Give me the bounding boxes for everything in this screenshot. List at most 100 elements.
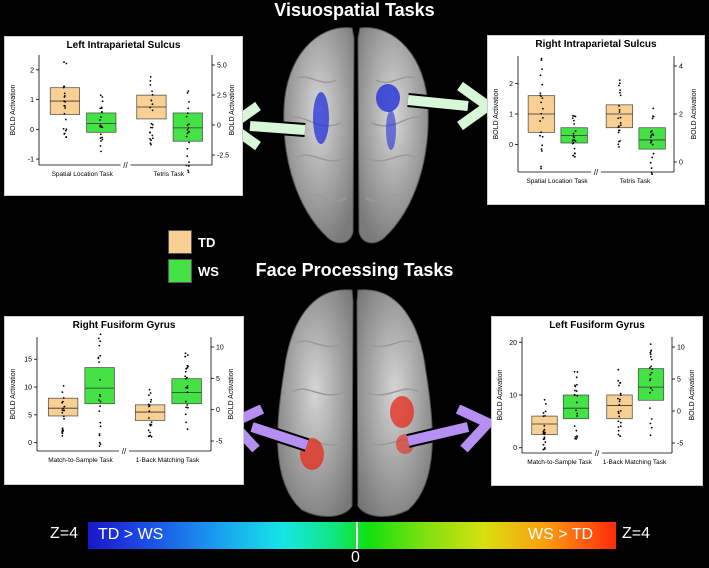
data-point [649,434,652,437]
data-point [618,129,621,132]
data-point [186,128,189,131]
y-tick-label: 0 [30,127,34,134]
data-point [617,420,620,423]
box-ws [172,112,203,142]
data-point [650,139,652,142]
data-point [539,134,541,137]
data-point [150,435,153,438]
y-tick-label-right: 0 [677,409,681,416]
panel-title: Left Intraparietal Sulcus [66,40,181,51]
data-point [573,425,576,427]
data-point [618,415,621,418]
y-tick-label-right: 2 [679,112,683,119]
y-axis-title-right: BOLD Activation [229,84,236,135]
y-tick-label: 1 [30,97,34,104]
data-point [185,421,188,424]
data-point [149,80,152,82]
data-point [63,61,65,63]
data-point [617,117,620,120]
legend-item-ws: WS [168,259,219,283]
data-point [98,361,100,364]
y-tick-label: 0 [513,445,517,452]
data-point [186,428,189,431]
data-point [148,410,151,412]
data-point [188,123,190,126]
data-point [574,115,577,118]
arrow-bottom-right [406,405,497,453]
data-point [147,394,150,396]
data-point [150,421,153,424]
data-point [651,389,654,392]
data-point [619,392,622,395]
data-point [649,373,652,376]
data-point [617,379,620,382]
data-point [151,93,154,96]
data-point [187,127,190,129]
data-point [618,79,621,82]
data-point [98,393,101,396]
data-point [62,385,65,387]
activation-blob-left [313,92,329,144]
data-point [543,447,546,450]
data-point [617,143,620,146]
data-point [540,101,542,104]
y-tick-label: -1 [28,157,34,164]
data-point [64,107,67,109]
data-point [617,429,620,432]
data-point [186,354,189,357]
data-point [650,171,653,174]
data-point [187,406,189,409]
data-point [539,92,542,95]
data-point [184,413,187,416]
data-point [650,418,653,420]
data-point [187,169,189,172]
data-point [573,394,576,397]
data-point [617,426,620,428]
task-label: Match-to-Sample Task [48,457,113,464]
legend-label-td: TD [198,234,216,250]
data-point [99,405,101,407]
data-point [618,140,620,143]
data-point [575,437,578,440]
data-point [64,129,67,132]
data-point [150,122,153,125]
data-point [188,130,191,133]
data-point [100,116,102,118]
data-point [99,421,102,424]
data-point [187,107,190,110]
data-point [186,366,189,369]
legend-swatch-ws [168,259,192,283]
data-point [573,152,576,155]
y-tick-label: 5 [28,412,32,419]
face-processing-title: Face Processing Tasks [255,260,454,280]
data-point [99,378,101,381]
data-point [576,394,579,397]
data-point [649,355,652,358]
brain-top [283,27,429,244]
brain-bottom [277,289,433,517]
data-point [149,423,151,426]
y-tick-label-right: 5.0 [217,63,227,70]
data-point [617,131,620,134]
data-point [63,112,66,115]
data-point [63,417,65,420]
data-point [65,62,68,65]
data-point [186,147,189,150]
data-point [99,107,102,110]
data-point [619,382,621,384]
data-point [151,134,154,137]
data-point [650,371,653,374]
data-point [649,407,651,410]
data-point [151,123,154,126]
data-point [149,131,151,134]
data-point [576,371,579,373]
y-tick-label-right: 5 [677,377,681,384]
data-point [649,379,651,382]
data-point [544,441,547,443]
data-point [617,368,620,371]
y-axis-title-right: BOLD Activation [691,88,698,139]
data-point [540,59,543,62]
